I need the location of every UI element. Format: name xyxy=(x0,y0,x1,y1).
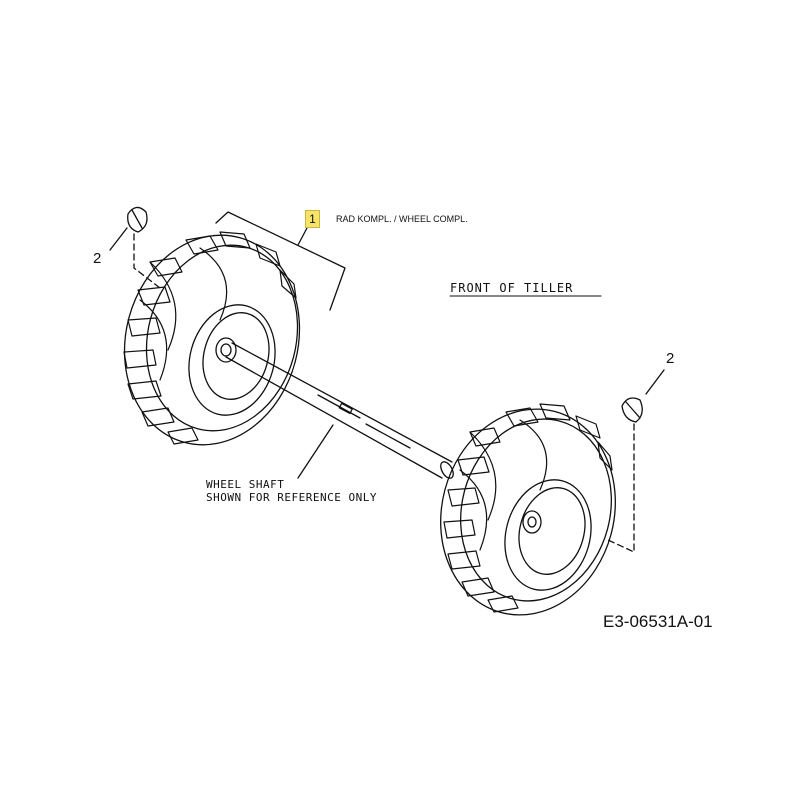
left-wheel xyxy=(123,231,301,446)
wheel-assembly-bracket xyxy=(215,211,346,311)
front-of-tiller-label: FRONT OF TILLER xyxy=(450,281,574,295)
wheel-shaft-note-line1: WHEEL SHAFT xyxy=(206,478,285,491)
pin-callout-right[interactable]: 2 xyxy=(666,350,675,367)
part-callout-1[interactable]: 1 xyxy=(305,210,320,228)
part-callout-1-description: RAD KOMPL. / WHEEL COMPL. xyxy=(336,214,468,224)
right-wheel xyxy=(440,403,616,616)
pin-callout-left[interactable]: 2 xyxy=(93,250,102,267)
drawing-number: E3-06531A-01 xyxy=(603,612,713,631)
left-lock-pin xyxy=(109,206,161,289)
right-lock-pin xyxy=(607,369,665,553)
wheel-shaft xyxy=(225,342,454,479)
wheel-shaft-note-line2: SHOWN FOR REFERENCE ONLY xyxy=(206,491,377,504)
left-hub xyxy=(215,337,237,363)
right-hub xyxy=(522,510,542,534)
